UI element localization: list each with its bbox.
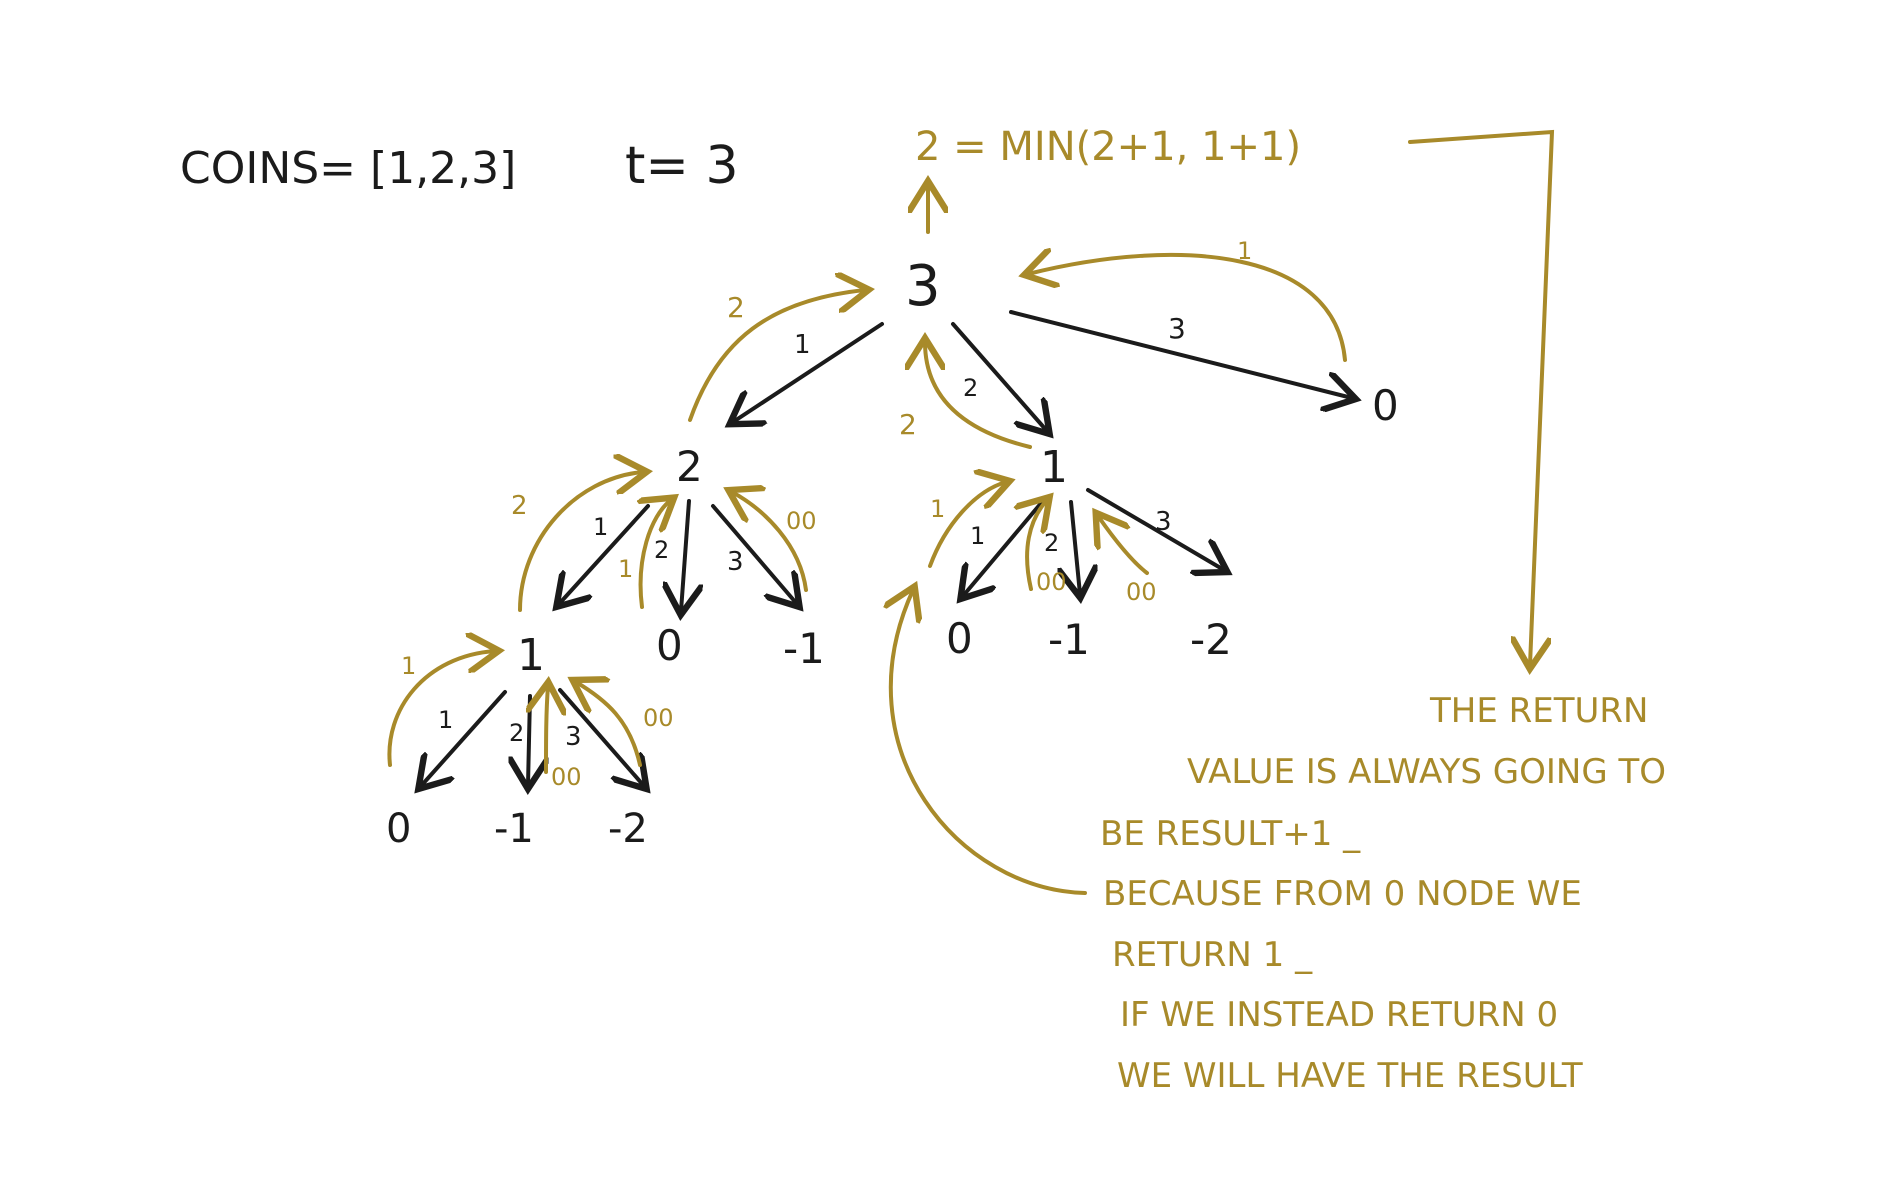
gold-one-from-zero: 1 bbox=[930, 495, 945, 523]
node-l1-right: 0 bbox=[1372, 381, 1399, 430]
label-low-c: 3 bbox=[565, 722, 582, 752]
edge-one-b bbox=[1071, 500, 1080, 594]
label-one-c: 3 bbox=[1155, 507, 1172, 537]
note-line-3: BE RESULT+1 _ bbox=[1100, 814, 1361, 854]
return-arc-low-from-neg1 bbox=[546, 686, 548, 774]
edge-two-c bbox=[711, 504, 797, 604]
return-arc-one-from-zero bbox=[928, 482, 1006, 568]
label-two-c: 3 bbox=[727, 547, 744, 577]
return-arc-two-from-neg bbox=[732, 492, 808, 592]
edge-low-a bbox=[421, 690, 507, 786]
label-low-b: 2 bbox=[509, 719, 524, 747]
return-arc-two-from-one bbox=[518, 472, 643, 612]
node-root: 3 bbox=[905, 254, 941, 319]
edge-two-a bbox=[559, 504, 650, 604]
return-arc-two-from-zero bbox=[641, 500, 671, 609]
gold-root-from-one: 2 bbox=[899, 408, 917, 441]
label-root-left: 1 bbox=[794, 330, 811, 360]
return-arc-low-from-zero bbox=[387, 651, 495, 767]
note-line-4: BECAUSE FROM 0 NODE WE bbox=[1103, 874, 1582, 914]
label-one-a: 1 bbox=[970, 522, 985, 550]
gold-low-from-neg2: 00 bbox=[643, 704, 674, 732]
edge-two-b bbox=[681, 499, 689, 611]
gold-one-from-neg2: 00 bbox=[1126, 578, 1157, 606]
gold-low-from-neg1: 00 bbox=[551, 763, 582, 791]
node-l2-e: -1 bbox=[1048, 615, 1090, 664]
explanation-note: THE RETURN VALUE IS ALWAYS GOING TO BE R… bbox=[1100, 691, 1666, 1096]
node-l3-a: 0 bbox=[386, 806, 411, 852]
return-arc-root-from-two bbox=[688, 290, 865, 422]
edge-one-c bbox=[1086, 488, 1224, 570]
return-arc-root-from-one bbox=[925, 342, 1032, 449]
gold-two-from-one: 2 bbox=[511, 491, 528, 521]
node-l2-f: -2 bbox=[1190, 615, 1232, 664]
return-arc-low-from-neg2 bbox=[576, 682, 642, 767]
gold-two-from-neg: 00 bbox=[786, 507, 817, 535]
node-l2-b: 0 bbox=[656, 621, 683, 670]
label-low-a: 1 bbox=[438, 706, 453, 734]
gold-two-from-zero: 1 bbox=[618, 555, 633, 583]
return-arc-root-from-zero bbox=[1028, 255, 1347, 362]
gold-low-from-zero: 1 bbox=[401, 652, 416, 680]
note-line-2: VALUE IS ALWAYS GOING TO bbox=[1187, 752, 1666, 792]
label-root-mid: 2 bbox=[963, 374, 978, 402]
node-l1-mid: 1 bbox=[1040, 442, 1068, 493]
return-arc-one-from-neg2 bbox=[1098, 516, 1149, 575]
gold-root-from-zero: 1 bbox=[1237, 237, 1252, 265]
label-two-b: 2 bbox=[654, 536, 669, 564]
edge-root-right bbox=[1009, 310, 1352, 398]
node-l2-d: 0 bbox=[946, 614, 973, 663]
gold-root-from-two: 2 bbox=[727, 291, 745, 324]
target-label: t= 3 bbox=[625, 136, 739, 196]
node-l2-c: -1 bbox=[783, 624, 825, 673]
note-connector bbox=[1408, 129, 1555, 665]
return-arc-one-from-neg1 bbox=[1027, 500, 1047, 591]
gold-one-from-neg1: 00 bbox=[1036, 568, 1067, 596]
label-root-right: 3 bbox=[1168, 312, 1186, 345]
label-one-b: 2 bbox=[1044, 529, 1059, 557]
edge-root-left bbox=[733, 322, 884, 422]
label-two-a: 1 bbox=[593, 513, 608, 541]
edge-low-b bbox=[528, 694, 530, 785]
edge-root-mid bbox=[951, 322, 1047, 431]
note-line-1: THE RETURN bbox=[1429, 691, 1648, 731]
note-line-7: WE WILL HAVE THE RESULT bbox=[1117, 1056, 1583, 1096]
note-line-5: RETURN 1 _ bbox=[1112, 935, 1313, 975]
top-formula: 2 = MIN(2+1, 1+1) bbox=[915, 124, 1301, 170]
node-l3-c: -2 bbox=[608, 806, 648, 852]
node-l3-b: -1 bbox=[494, 806, 534, 852]
node-l1-left: 2 bbox=[676, 442, 703, 491]
note-to-zero-arrow bbox=[891, 590, 1087, 895]
note-line-6: IF WE INSTEAD RETURN 0 bbox=[1120, 995, 1558, 1035]
coins-label: COINS= [1,2,3] bbox=[180, 143, 516, 194]
node-l2-a: 1 bbox=[517, 630, 545, 681]
